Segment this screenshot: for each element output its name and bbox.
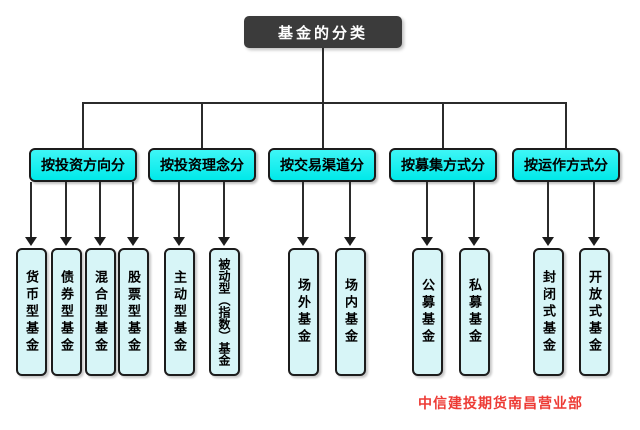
connector-drop-line	[565, 104, 567, 148]
connector-drop-line	[201, 104, 203, 148]
arrow-down-icon	[218, 237, 230, 246]
leaf-node-open-fund: 开放式基金	[579, 248, 610, 376]
connector-horizontal-bar	[82, 102, 567, 104]
leaf-node-hybrid-fund: 混合型基金	[85, 248, 116, 376]
arrow-line	[547, 182, 549, 238]
arrow-down-icon	[127, 237, 139, 246]
arrow-line	[30, 182, 32, 238]
footer-watermark: 中信建投期货南昌营业部	[418, 395, 583, 411]
category-node-trading-channel: 按交易渠道分	[268, 148, 376, 182]
connector-drop-line	[322, 104, 324, 148]
leaf-node-money-fund: 货币型基金	[16, 248, 47, 376]
leaf-node-active-fund: 主动型基金	[164, 248, 195, 376]
category-label: 按募集方式分	[401, 157, 485, 173]
arrow-line	[426, 182, 428, 238]
arrow-line	[473, 182, 475, 238]
arrow-line	[223, 182, 225, 238]
category-label: 按投资方向分	[41, 157, 125, 173]
leaf-node-bond-fund: 债券型基金	[51, 248, 82, 376]
root-node-label: 基金的分类	[277, 24, 368, 42]
category-node-investment-philosophy: 按投资理念分	[148, 148, 256, 182]
root-node: 基金的分类	[244, 16, 402, 48]
arrow-line	[132, 182, 134, 238]
arrow-down-icon	[588, 237, 600, 246]
category-node-operation-method: 按运作方式分	[512, 148, 620, 182]
arrow-down-icon	[25, 237, 37, 246]
connector-trunk-line	[322, 48, 324, 102]
arrow-down-icon	[173, 237, 185, 246]
category-node-investment-direction: 按投资方向分	[29, 148, 137, 182]
arrow-line	[65, 182, 67, 238]
leaf-node-public-fund: 公募基金	[412, 248, 443, 376]
category-label: 按运作方式分	[524, 157, 608, 173]
arrow-down-icon	[344, 237, 356, 246]
leaf-node-otc-fund: 场外基金	[288, 248, 319, 376]
arrow-down-icon	[468, 237, 480, 246]
leaf-node-passive-index-fund: 被动型（指数）基金	[209, 248, 240, 376]
arrow-down-icon	[60, 237, 72, 246]
category-label: 按投资理念分	[160, 157, 244, 173]
leaf-node-stock-fund: 股票型基金	[118, 248, 149, 376]
arrow-down-icon	[421, 237, 433, 246]
arrow-line	[593, 182, 595, 238]
leaf-node-closed-fund: 封闭式基金	[533, 248, 564, 376]
category-label: 按交易渠道分	[280, 157, 364, 173]
connector-drop-line	[442, 104, 444, 148]
leaf-node-exchange-fund: 场内基金	[335, 248, 366, 376]
arrow-line	[178, 182, 180, 238]
arrow-line	[302, 182, 304, 238]
arrow-line	[99, 182, 101, 238]
arrow-down-icon	[94, 237, 106, 246]
connector-drop-line	[82, 104, 84, 148]
leaf-node-private-fund: 私募基金	[459, 248, 490, 376]
arrow-down-icon	[297, 237, 309, 246]
category-node-fundraising-method: 按募集方式分	[389, 148, 497, 182]
arrow-line	[349, 182, 351, 238]
arrow-down-icon	[542, 237, 554, 246]
